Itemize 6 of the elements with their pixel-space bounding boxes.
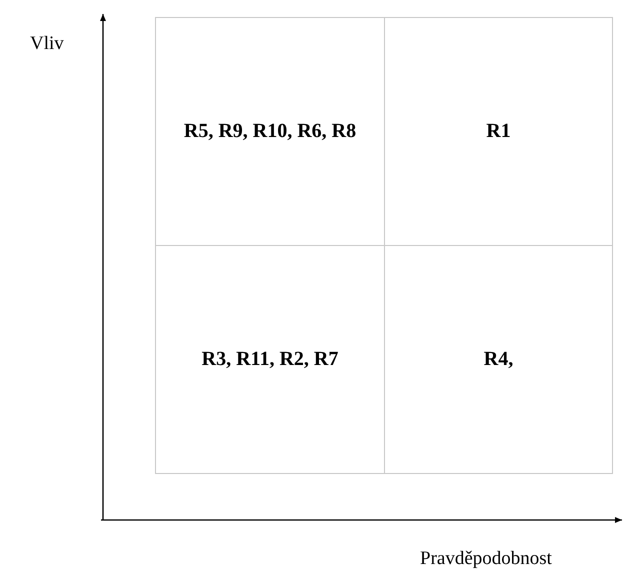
matrix-cell: R5, R9, R10, R6, R8 <box>155 17 385 246</box>
matrix-cell: R4, <box>384 245 613 474</box>
axis-label: Pravděpodobnost <box>420 548 552 570</box>
matrix-cell: R3, R11, R2, R7 <box>155 245 385 474</box>
axis-label: Vliv <box>30 33 64 55</box>
matrix-cell: R1 <box>384 17 613 246</box>
